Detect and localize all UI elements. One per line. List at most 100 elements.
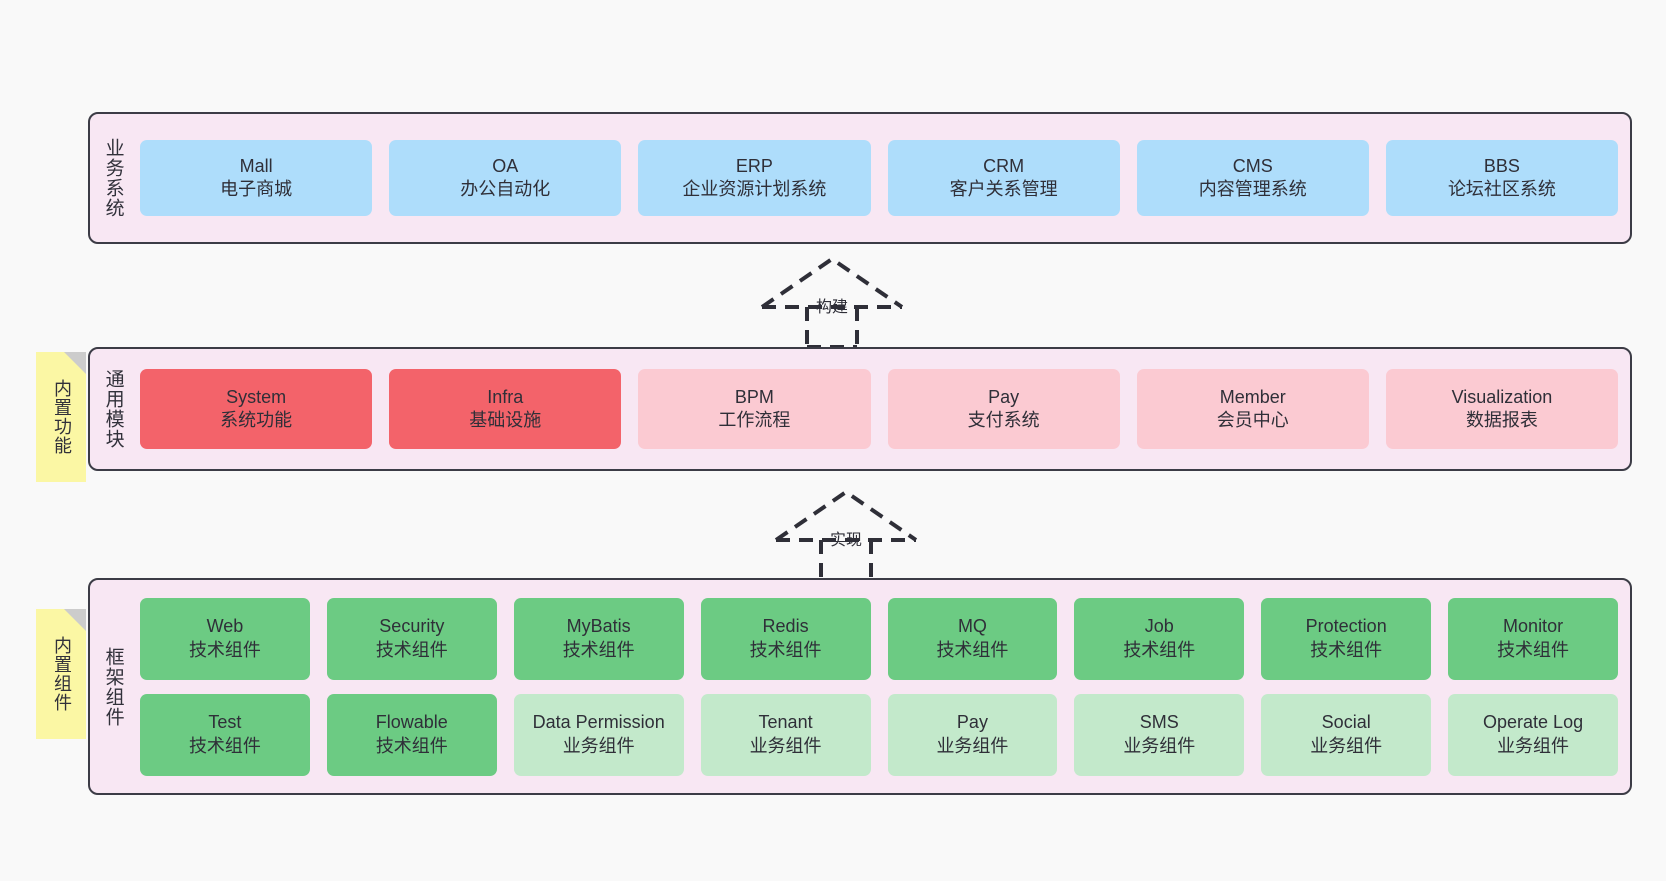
note-fold-corner-icon: [64, 352, 86, 374]
card-mall[interactable]: Mall 电子商城: [140, 140, 373, 216]
card-erp[interactable]: ERP 企业资源计划系统: [638, 140, 871, 216]
card-title: Tenant: [758, 712, 813, 733]
card-subtitle: 技术组件: [749, 639, 822, 660]
card-title: Pay: [956, 712, 988, 733]
card-title: SMS: [1139, 712, 1179, 733]
card-subtitle: 系统功能: [220, 410, 293, 430]
layer-caption-framework-component: 框架组件: [102, 646, 124, 727]
card-title: CRM: [983, 155, 1025, 176]
card-subtitle: 支付系统: [967, 410, 1040, 430]
layer-body-common-module: System 系统功能 Infra 基础设施 BPM 工作流程 Pay 支付系统…: [136, 349, 1630, 469]
card-subtitle: 技术组件: [375, 639, 448, 660]
card-title: Infra: [487, 386, 524, 407]
layer-body-framework-component: Web 技术组件 Security 技术组件 MyBatis 技术组件 Redi…: [136, 580, 1630, 793]
card-mybatis[interactable]: MyBatis 技术组件: [513, 597, 684, 680]
card-subtitle: 业务组件: [936, 735, 1009, 756]
card-bbs[interactable]: BBS 论坛社区系统: [1385, 140, 1619, 216]
note-fold-corner-icon: [64, 609, 86, 631]
card-job[interactable]: Job 技术组件: [1074, 597, 1245, 680]
card-subtitle: 企业资源计划系统: [682, 179, 827, 199]
layer-common-module: 通用模块 System 系统功能 Infra 基础设施 BPM 工作流程 Pay: [88, 347, 1632, 471]
layer-business-system: 业务系统 Mall 电子商城 OA 办公自动化 ERP 企业资源计划系统 CRM: [88, 112, 1632, 244]
connector-build-label: 构建: [815, 299, 849, 316]
card-oa[interactable]: OA 办公自动化: [389, 140, 622, 216]
card-subtitle: 技术组件: [562, 639, 635, 660]
card-monitor[interactable]: Monitor 技术组件: [1448, 597, 1618, 680]
card-subtitle: 业务组件: [1310, 735, 1383, 756]
sticky-note-builtin-function: 内置功能: [36, 352, 86, 482]
card-subtitle: 内容管理系统: [1198, 179, 1307, 199]
card-title: Operate Log: [1483, 712, 1584, 733]
card-subtitle: 业务组件: [1497, 735, 1570, 756]
card-subtitle: 会员中心: [1216, 410, 1289, 430]
card-subtitle: 办公自动化: [460, 179, 551, 199]
card-pay-business[interactable]: Pay 业务组件: [887, 693, 1058, 776]
connector-implement: 实现: [766, 486, 926, 582]
card-title: CMS: [1232, 155, 1273, 176]
card-title: Member: [1219, 386, 1286, 407]
card-title: Job: [1144, 616, 1174, 637]
layer-body-business-system: Mall 电子商城 OA 办公自动化 ERP 企业资源计划系统 CRM 客户关系…: [136, 114, 1630, 242]
card-row: Mall 电子商城 OA 办公自动化 ERP 企业资源计划系统 CRM 客户关系…: [140, 140, 1619, 216]
card-subtitle: 数据报表: [1465, 410, 1538, 430]
card-infra[interactable]: Infra 基础设施: [389, 369, 622, 449]
card-subtitle: 技术组件: [936, 639, 1009, 660]
card-title: OA: [492, 155, 519, 176]
card-redis[interactable]: Redis 技术组件: [700, 597, 871, 680]
card-subtitle: 技术组件: [188, 639, 261, 660]
card-social[interactable]: Social 业务组件: [1261, 693, 1432, 776]
card-subtitle: 论坛社区系统: [1447, 179, 1556, 199]
card-subtitle: 业务组件: [562, 735, 635, 756]
card-title: Security: [379, 616, 445, 637]
connector-build: 构建: [752, 253, 912, 349]
card-title: Test: [208, 712, 242, 733]
card-visualization[interactable]: Visualization 数据报表: [1385, 369, 1619, 449]
card-title: MQ: [957, 616, 987, 637]
card-flowable[interactable]: Flowable 技术组件: [326, 693, 497, 776]
card-title: ERP: [735, 155, 773, 176]
connector-implement-label: 实现: [829, 532, 863, 549]
card-web[interactable]: Web 技术组件: [140, 597, 310, 680]
card-title: Redis: [762, 616, 809, 637]
card-subtitle: 业务组件: [1123, 735, 1196, 756]
card-subtitle: 技术组件: [1123, 639, 1196, 660]
card-title: Pay: [988, 386, 1020, 407]
card-title: Mall: [239, 155, 273, 176]
card-operate-log[interactable]: Operate Log 业务组件: [1448, 693, 1618, 776]
layer-caption-common-module: 通用模块: [102, 369, 124, 449]
card-crm[interactable]: CRM 客户关系管理: [887, 140, 1120, 216]
card-protection[interactable]: Protection 技术组件: [1261, 597, 1432, 680]
sticky-note-label: 内置功能: [51, 379, 72, 455]
card-row: System 系统功能 Infra 基础设施 BPM 工作流程 Pay 支付系统…: [140, 369, 1619, 449]
sticky-note-builtin-component: 内置组件: [36, 609, 86, 739]
card-subtitle: 工作流程: [718, 410, 791, 430]
card-title: Protection: [1305, 616, 1387, 637]
card-subtitle: 客户关系管理: [949, 179, 1058, 199]
layer-caption-business-system: 业务系统: [102, 138, 124, 218]
card-subtitle: 技术组件: [1497, 639, 1570, 660]
card-pay[interactable]: Pay 支付系统: [887, 369, 1120, 449]
card-cms[interactable]: CMS 内容管理系统: [1136, 140, 1369, 216]
card-security[interactable]: Security 技术组件: [326, 597, 497, 680]
card-title: BBS: [1483, 155, 1520, 176]
card-subtitle: 业务组件: [749, 735, 822, 756]
card-system[interactable]: System 系统功能: [140, 369, 373, 449]
card-title: Visualization: [1451, 386, 1553, 407]
card-title: MyBatis: [566, 616, 631, 637]
card-bpm[interactable]: BPM 工作流程: [638, 369, 871, 449]
card-member[interactable]: Member 会员中心: [1136, 369, 1369, 449]
card-sms[interactable]: SMS 业务组件: [1074, 693, 1245, 776]
card-subtitle: 技术组件: [1310, 639, 1383, 660]
card-subtitle: 技术组件: [188, 735, 261, 756]
card-title: Web: [206, 616, 244, 637]
card-title: Data Permission: [532, 712, 665, 733]
card-subtitle: 技术组件: [375, 735, 448, 756]
card-mq[interactable]: MQ 技术组件: [887, 597, 1058, 680]
sticky-note-label: 内置组件: [51, 636, 72, 712]
card-test[interactable]: Test 技术组件: [140, 693, 310, 776]
card-data-permission[interactable]: Data Permission 业务组件: [513, 693, 684, 776]
card-title: System: [226, 386, 287, 407]
card-tenant[interactable]: Tenant 业务组件: [700, 693, 871, 776]
card-title: Social: [1321, 712, 1371, 733]
